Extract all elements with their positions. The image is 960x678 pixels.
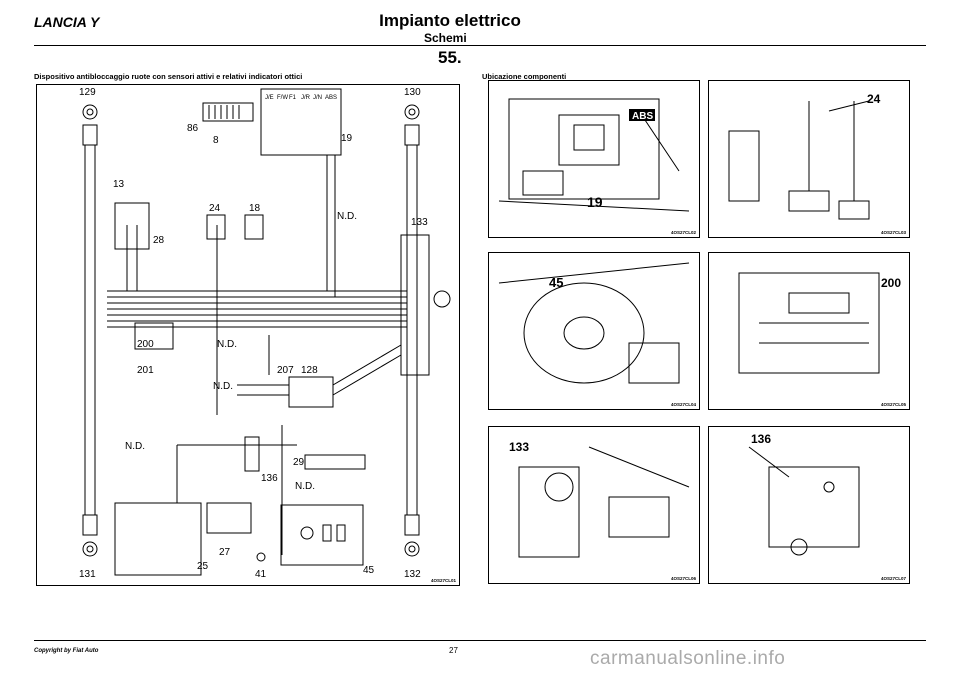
label-24: 24 [209,203,221,214]
footer-rule [34,640,926,641]
photo-dashboard-drawing: 45 [498,262,690,384]
label-207: 207 [277,365,294,376]
callout-19: 19 [587,194,603,210]
label-25: 25 [197,561,209,572]
label-8: 8 [213,135,219,146]
label-201: 201 [137,365,154,376]
photo-code-2: 4OS27CL03 [880,230,906,235]
photo-dashboard: 45 4OS27CL04 [488,252,700,410]
fuse-label-je: J/E [265,95,274,101]
callout-136: 136 [751,432,771,446]
label-13: 13 [113,179,125,190]
photo-code-5: 4OS27CL06 [670,576,696,581]
photo-pedal-sensor: 24 4OS27CL03 [708,80,910,238]
label-nd-1: N.D. [337,211,357,222]
fuse-label-f1: F1 [289,95,297,101]
label-128: 128 [301,365,318,376]
photo-connector-200: 200 4OS27CL05 [708,252,910,410]
photo-connector-200-drawing: 200 [738,272,901,374]
callout-45: 45 [549,275,563,290]
label-19: 19 [341,133,353,144]
callout-133: 133 [509,440,529,454]
callout-24: 24 [867,92,881,106]
label-136: 136 [261,473,278,484]
label-132: 132 [404,569,421,580]
header-rule [34,45,926,46]
label-41: 41 [255,569,267,580]
watermark: carmanualsonline.info [590,648,786,669]
label-29: 29 [293,457,305,468]
photo-abs-drawing: ABS 19 [498,98,690,212]
photo-engine-bay-drawing: 133 [509,440,690,558]
wiring-schematic: 129 130 131 132 133 128 86 8 19 13 24 18… [36,84,460,586]
photo-code-4: 4OS27CL05 [880,402,906,407]
copyright: Copyright by Fiat Auto [34,648,99,654]
fuse-label-fw: F/W [277,95,288,101]
label-27: 27 [219,547,231,558]
page-id: 55. [438,48,462,67]
callout-abs: ABS [632,111,653,122]
photo-sensor-136-drawing: 136 [748,432,860,556]
label-200: 200 [137,339,154,350]
callout-200: 200 [881,276,901,290]
fuse-label-jn: J/N [313,95,322,101]
label-nd-2: N.D. [217,339,237,350]
section-subtitle: Schemi [424,31,467,45]
label-133: 133 [411,217,428,228]
photo-code-3: 4OS27CL04 [670,402,696,407]
photo-sensor-136: 136 4OS27CL07 [708,426,910,584]
label-45: 45 [363,565,375,576]
photo-code-6: 4OS27CL07 [880,576,906,581]
label-nd-5: N.D. [295,481,315,492]
schematic-caption: Dispositivo antibloccaggio ruote con sen… [34,72,303,81]
photo-code-1: 4OS27CL02 [670,230,696,235]
label-18: 18 [249,203,261,214]
fuse-label-jr: J/R [301,95,311,101]
label-nd-3: N.D. [213,381,233,392]
section-title: Impianto elettrico [379,11,521,30]
schematic-code: 4OS27CL01 [430,578,456,583]
page-number: 27 [449,646,458,655]
label-129: 129 [79,87,96,98]
fuse-label-abs: ABS [325,95,337,101]
photo-engine-bay: 133 4OS27CL06 [488,426,700,584]
photo-pedal-drawing: 24 [728,92,881,220]
label-28: 28 [153,235,165,246]
schematic-drawing: 129 130 131 132 133 128 86 8 19 13 24 18… [79,87,451,580]
label-131: 131 [79,569,96,580]
label-130: 130 [404,87,421,98]
label-86: 86 [187,123,199,134]
label-nd-4: N.D. [125,441,145,452]
components-caption: Ubicazione componenti [482,72,567,81]
brand-title: LANCIA Y [34,14,100,30]
photo-abs-unit: ABS 19 4OS27CL02 [488,80,700,238]
